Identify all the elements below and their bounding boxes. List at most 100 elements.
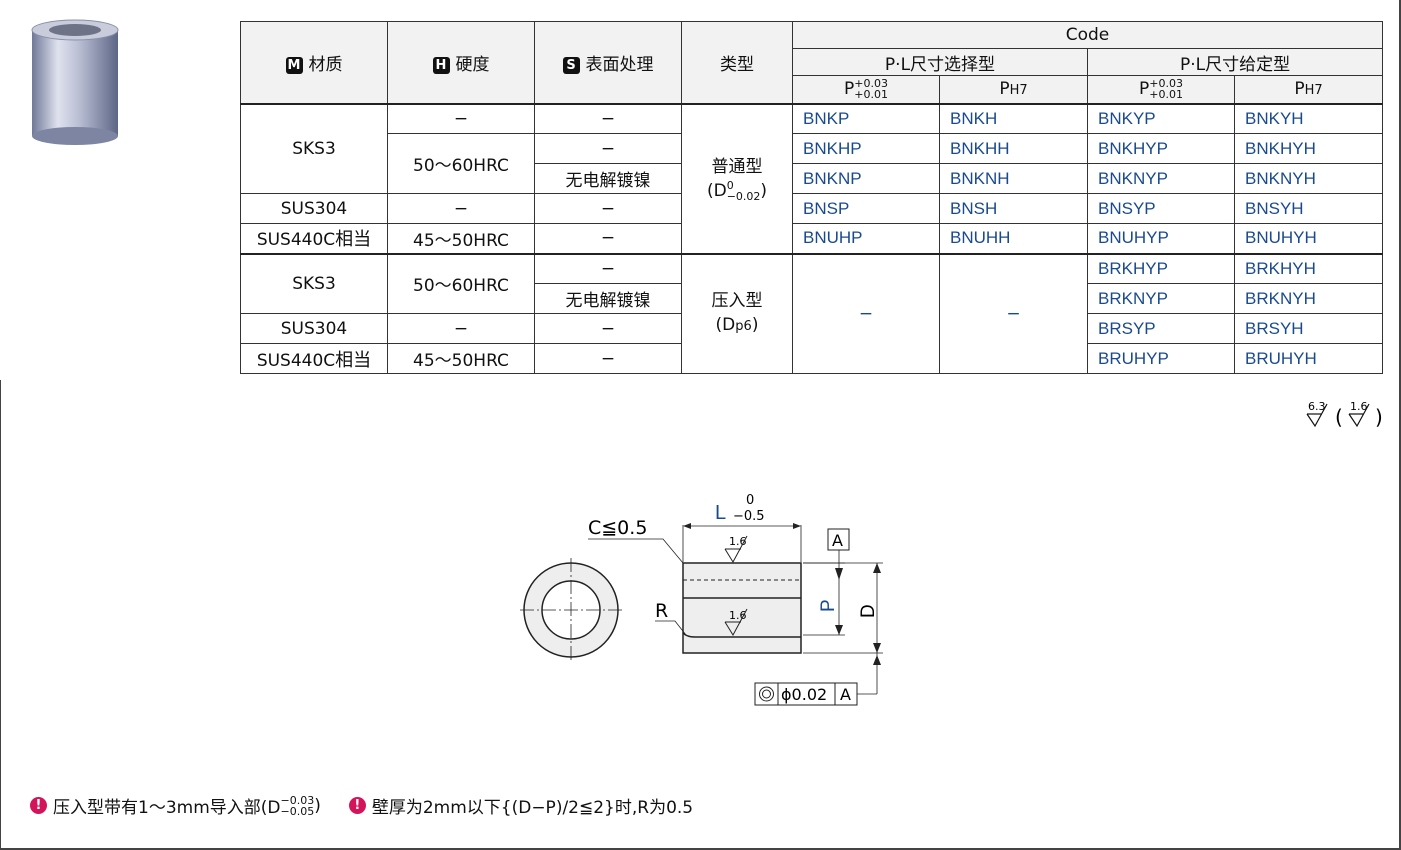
- note-bulb-icon: !: [348, 797, 366, 814]
- surface-cell: −: [534, 223, 682, 254]
- table-row: 无电解镀镍 BNKNP BNKNH BNKNYP BNKNYH: [241, 163, 1384, 194]
- fcf-tolerance: ϕ0.02: [781, 685, 827, 704]
- code-cell[interactable]: BNKNYH: [1233, 163, 1384, 194]
- code-cell[interactable]: BRSYP: [1087, 313, 1235, 344]
- roughness-symbols: 6.3 ( 1.6 ): [1306, 400, 1383, 429]
- hardness-cell: 50～60HRC: [387, 133, 535, 194]
- code-na-cell: −: [792, 252, 940, 374]
- code-cell[interactable]: BNKNP: [792, 163, 940, 194]
- concentricity-icon: [759, 686, 774, 702]
- surface-cell: −: [534, 102, 682, 134]
- type-press-fit: 压入型 (Dp6): [681, 252, 793, 374]
- table-row: 无电解镀镍 BRKNYP BRKNYH: [241, 283, 1384, 314]
- table-row: SUS440C相当 45～50HRC − BRUHYP BRUHYH: [240, 343, 1384, 374]
- code-cell[interactable]: BRKNYH: [1233, 283, 1384, 314]
- length-label: L: [715, 502, 726, 524]
- footnote-wall-thickness: ! 壁厚为2mm以下{(D−P)/2≦2}时,R为0.5: [348, 793, 693, 818]
- hardness-cell: 45～50HRC: [387, 343, 535, 374]
- datum-label: A: [832, 531, 843, 550]
- material-sus440c: SUS440C相当: [240, 223, 388, 254]
- code-cell[interactable]: BNUHYP: [1087, 223, 1235, 254]
- surface-cell: 无电解镀镍: [534, 283, 682, 314]
- code-cell[interactable]: BNKH: [939, 102, 1088, 134]
- feature-control-frame: ϕ0.02 A: [754, 682, 858, 706]
- code-cell[interactable]: BRUHYH: [1233, 343, 1384, 374]
- surface-cell: −: [534, 133, 682, 164]
- fcf-datum: A: [840, 685, 851, 704]
- hardness-cell: 45～50HRC: [387, 223, 535, 254]
- header-ph7-1: PH7: [939, 75, 1088, 104]
- code-cell[interactable]: BRKHYH: [1233, 252, 1384, 284]
- code-cell[interactable]: BNUHP: [792, 223, 940, 254]
- material-sus304: SUS304: [240, 193, 388, 224]
- header-p-tol-1: P+0.03+0.01: [792, 75, 940, 104]
- footnotes: ! 压入型带有1～3mm导入部(D−0.03−0.05) ! 壁厚为2mm以下{…: [30, 793, 693, 818]
- code-cell[interactable]: BNSP: [792, 193, 940, 224]
- code-cell[interactable]: BNKP: [792, 102, 940, 134]
- surface-roughness-note: 6.3 ( 1.6 ): [1305, 398, 1387, 436]
- code-cell[interactable]: BNUHYH: [1233, 223, 1384, 254]
- roughness-value-b: 1.6: [1350, 400, 1368, 413]
- hardness-cell: 50～60HRC: [387, 252, 535, 314]
- code-cell[interactable]: BRKHYP: [1087, 252, 1235, 284]
- code-cell[interactable]: BNKNYP: [1087, 163, 1235, 194]
- code-cell[interactable]: BNSYH: [1233, 193, 1384, 224]
- header-p-tol-2: P+0.03+0.01: [1087, 75, 1235, 104]
- header-select-type: P·L尺寸选择型: [792, 48, 1088, 76]
- code-na-cell: −: [939, 252, 1088, 374]
- hardness-cell: −: [387, 102, 535, 134]
- code-cell[interactable]: BNKHP: [792, 133, 940, 164]
- code-cell[interactable]: BNKHYH: [1233, 133, 1384, 164]
- code-cell[interactable]: BNSH: [939, 193, 1088, 224]
- table-row: SUS440C相当 45～50HRC − BNUHP BNUHH BNUHYP …: [240, 223, 1384, 254]
- chamfer-note: C≦0.5: [588, 517, 647, 539]
- table-row: SKS3 50～60HRC − 压入型 (Dp6) − − BRKHYP BRK…: [240, 252, 1384, 374]
- hardness-cell: −: [387, 313, 535, 344]
- code-cell[interactable]: BNUHH: [939, 223, 1088, 254]
- code-cell[interactable]: BRSYH: [1233, 313, 1384, 344]
- note-bulb-icon: !: [30, 797, 47, 814]
- bushing-product-image: [31, 19, 119, 145]
- hardness-cell: −: [387, 193, 535, 224]
- surface-cell: −: [534, 193, 682, 224]
- code-cell[interactable]: BNKYP: [1087, 102, 1235, 134]
- material-sus440c: SUS440C相当: [240, 343, 388, 374]
- length-tol-lower: −0.5: [733, 509, 765, 524]
- material-sks3: SKS3: [240, 102, 388, 194]
- inner-diameter-label: P: [818, 599, 839, 612]
- surface-cell: −: [534, 313, 682, 344]
- code-cell[interactable]: BNKYH: [1233, 102, 1384, 134]
- code-cell[interactable]: BRUHYP: [1087, 343, 1235, 374]
- code-cell[interactable]: BNKNH: [939, 163, 1088, 194]
- table-row: SKS3 − − 普通型 (D0−0.02) BNKP BNKH BNKYP B…: [240, 102, 1384, 254]
- svg-text:(: (: [1335, 405, 1343, 429]
- roughness-value-a: 6.3: [1308, 400, 1326, 413]
- bushing-drawing: L 0 −0.5 C≦0.5 R 1.6 1.6 A P D ϕ0.02 A: [520, 493, 883, 706]
- header-code: Code: [791, 21, 1384, 49]
- page-frame-left-rule: [0, 380, 1, 850]
- header-ph7-2: PH7: [1233, 75, 1384, 104]
- header-given-type: P·L尺寸给定型: [1086, 48, 1384, 76]
- surface-cell: 无电解镀镍: [534, 163, 682, 194]
- footnote-press-fit: ! 压入型带有1～3mm导入部(D−0.03−0.05): [30, 793, 321, 818]
- radius-note: R: [655, 600, 668, 622]
- type-normal: 普通型 (D0−0.02): [681, 102, 793, 254]
- table-row: SUS304 − − BRSYP BRSYH: [240, 313, 1384, 344]
- length-tol-upper: 0: [746, 493, 754, 508]
- code-cell[interactable]: BNKHYP: [1087, 133, 1235, 164]
- code-cell[interactable]: BNSYP: [1087, 193, 1235, 224]
- side-view: [682, 562, 802, 654]
- header-type: 类型: [681, 21, 793, 104]
- outer-diameter-label: D: [858, 604, 879, 618]
- material-sks3: SKS3: [240, 252, 388, 314]
- end-view: [520, 558, 622, 662]
- surface-cell: −: [534, 343, 682, 374]
- material-sus304: SUS304: [240, 313, 388, 344]
- code-cell[interactable]: BRKNYP: [1087, 283, 1235, 314]
- code-cell[interactable]: BNKHH: [939, 133, 1088, 164]
